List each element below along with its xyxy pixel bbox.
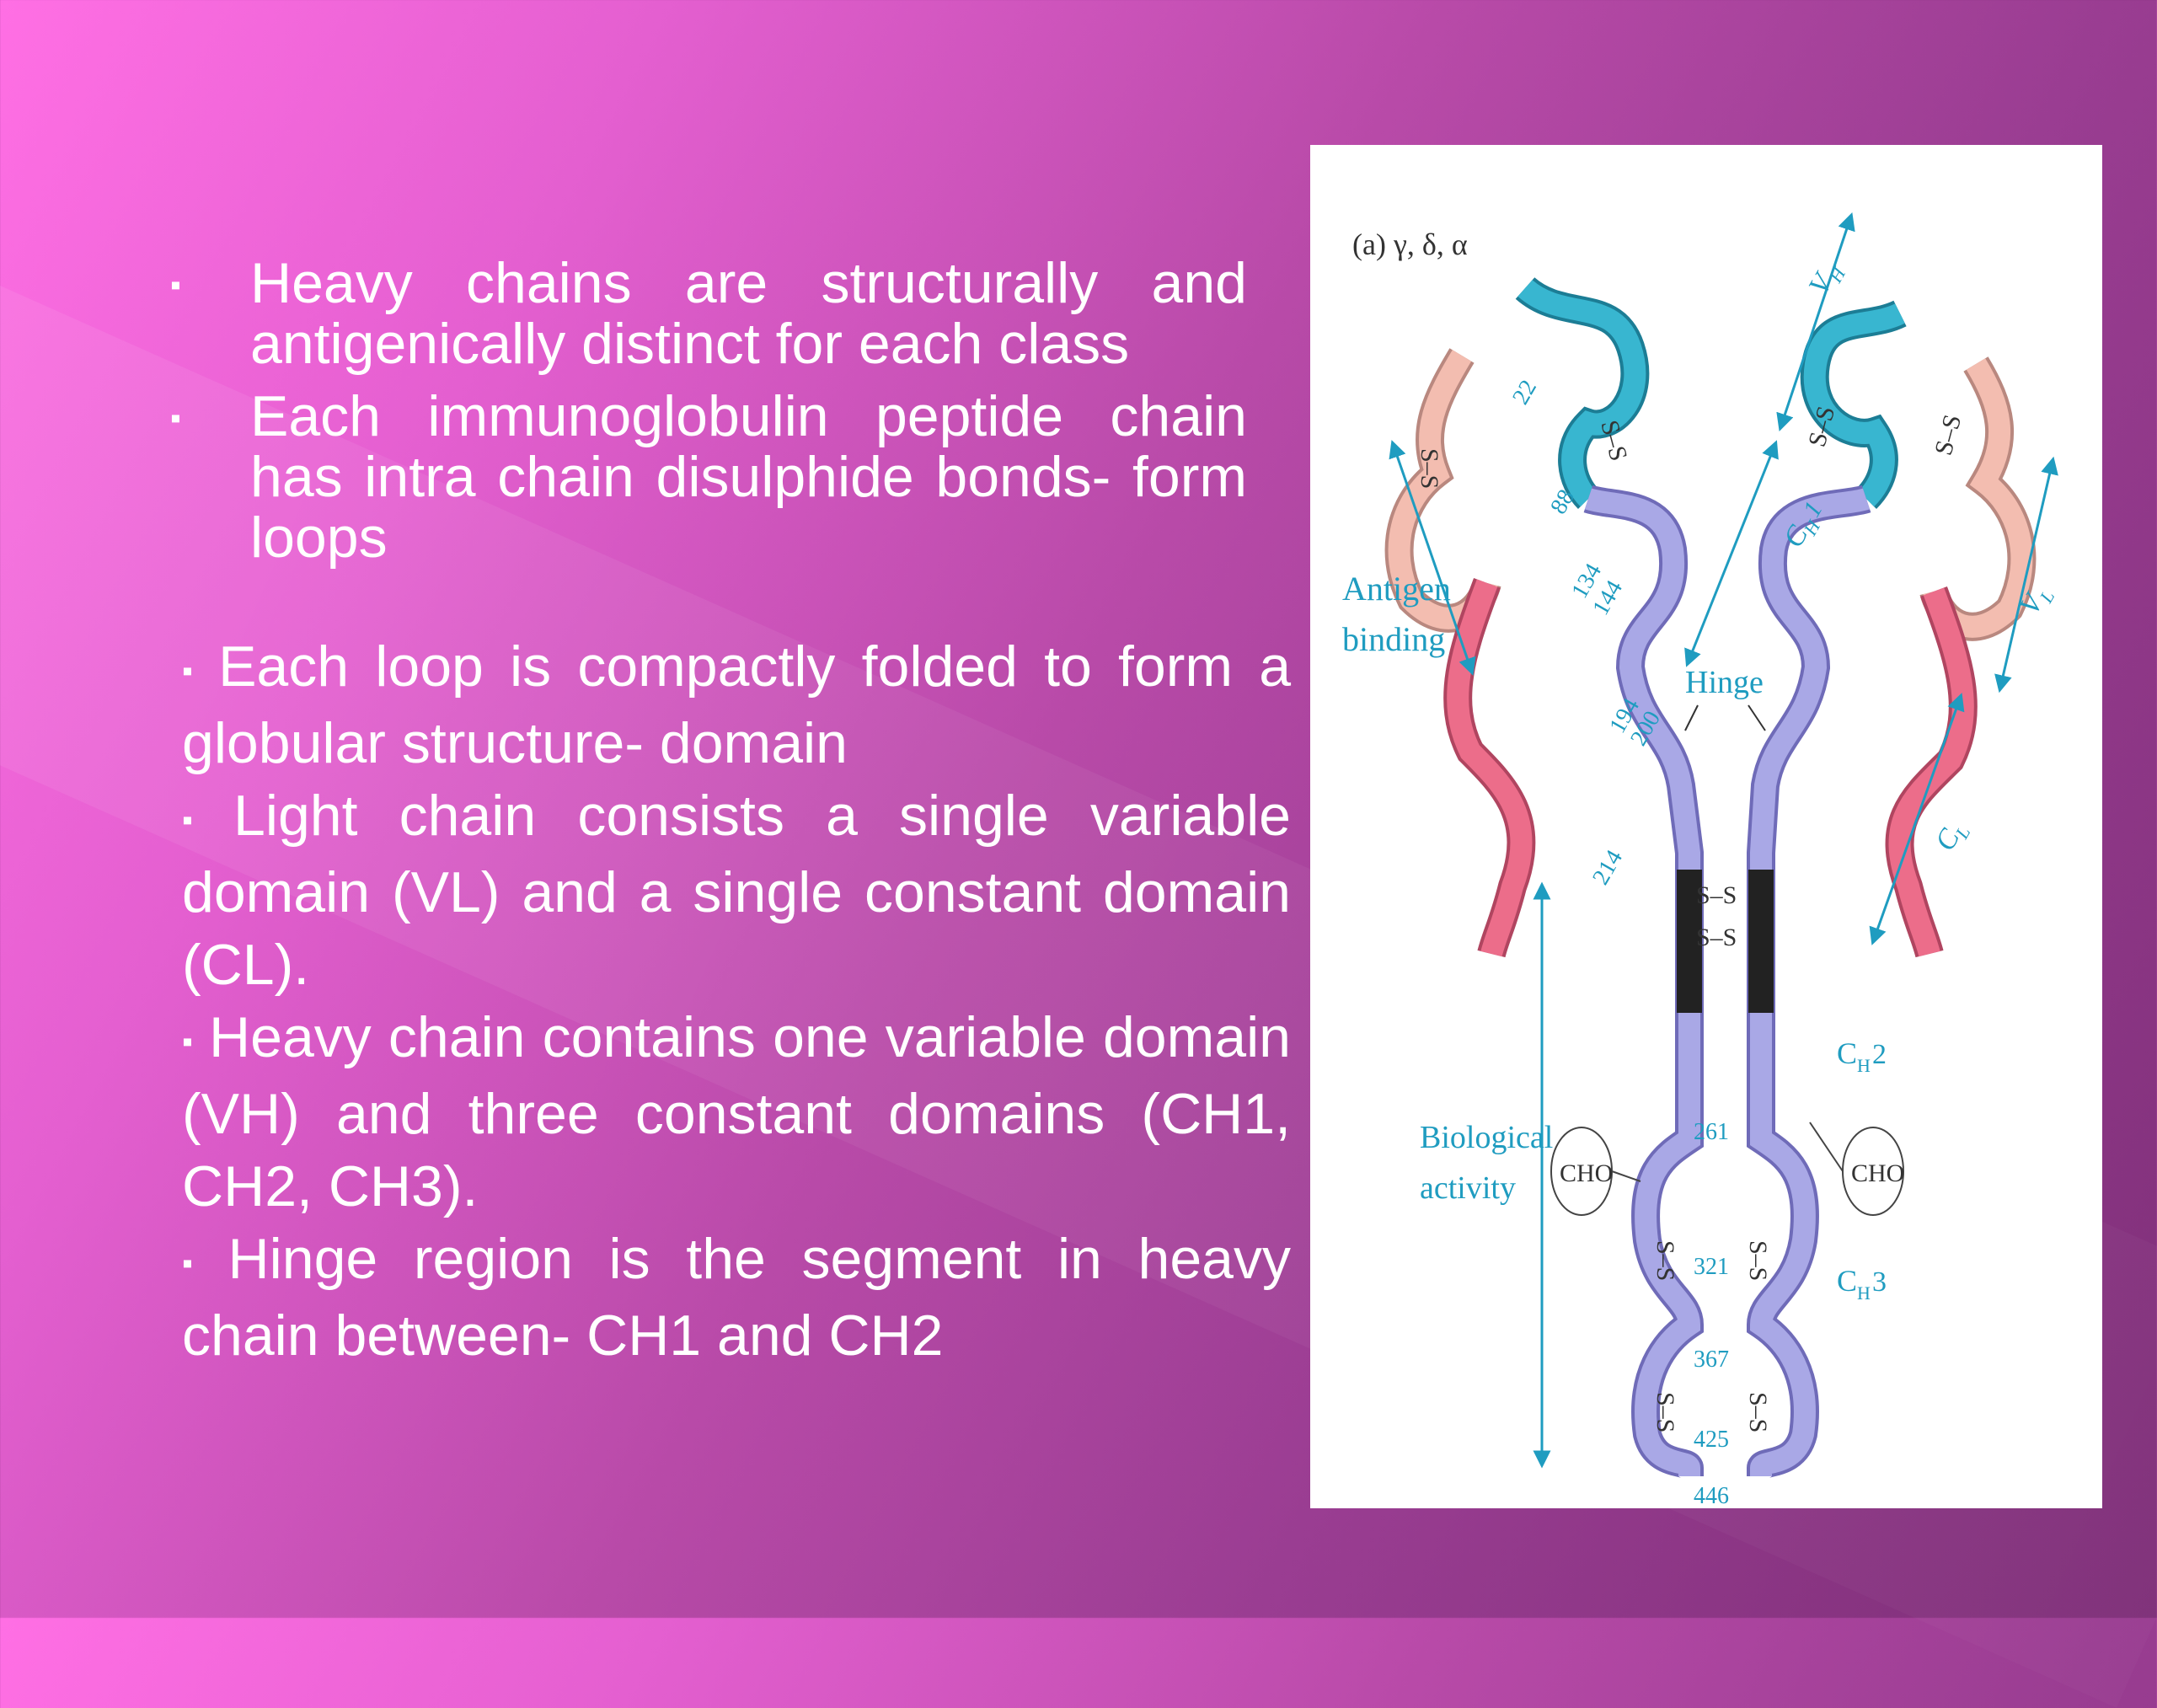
- lower-bullet-list: ▪Each loop is compactly folded to form a…: [182, 630, 1291, 1372]
- bullet-text: Heavy chain contains one variable domain…: [182, 1005, 1292, 1219]
- heavy-chain-left: [1515, 276, 1705, 1479]
- bullet-text: Heavy chains are structurally and antige…: [250, 251, 1247, 376]
- vl-disulphide-right: S–S: [1930, 412, 1967, 458]
- ch2-label-sub: H: [1857, 1055, 1871, 1076]
- bio-label-line2: activity: [1420, 1170, 1516, 1206]
- ch2-label: C H 2: [1837, 1036, 1887, 1076]
- antigen-label-line1: Antigen: [1342, 570, 1451, 608]
- bullet-text: Hinge region is the segment in heavy cha…: [182, 1227, 1291, 1368]
- vh-arrow: [1776, 212, 1855, 431]
- residue-425: 425: [1694, 1427, 1729, 1453]
- square-bullet-icon: ▪: [182, 653, 204, 688]
- ch3-disulphide-right: S–S: [1744, 1392, 1772, 1432]
- bullet-loop-domain: ▪Each loop is compactly folded to form a…: [182, 630, 1291, 779]
- heavy-variable-left-fill: [1517, 279, 1646, 507]
- cl-label: C L: [1930, 822, 1974, 856]
- bullet-intra-chain-bonds: ▪ Each immunoglobulin peptide chain has …: [152, 386, 1247, 568]
- bullet-text: Each immunoglobulin peptide chain has in…: [250, 384, 1247, 570]
- ch3-disulphide-left: S–S: [1651, 1392, 1679, 1432]
- cho-right-text: CHO: [1851, 1159, 1904, 1187]
- hinge-disulphide-1: S–S: [1696, 881, 1737, 909]
- bullet-text: Each loop is compactly folded to form a …: [182, 634, 1292, 776]
- ch3-label: C H 3: [1837, 1264, 1887, 1304]
- cho-left-text: CHO: [1560, 1159, 1613, 1187]
- ch3-label-sub: H: [1857, 1282, 1871, 1304]
- heavy-constant-left-fill: [1584, 488, 1701, 1476]
- bullet-text: Light chain consists a single variable d…: [182, 784, 1291, 998]
- heavy-variable-right-fill: [1803, 303, 1905, 507]
- residue-367: 367: [1694, 1347, 1729, 1373]
- hinge-label: Hinge: [1685, 665, 1764, 700]
- square-bullet-icon: ▪: [182, 1024, 195, 1059]
- diagram-svg: (a) γ, δ, α: [1342, 212, 2058, 1508]
- immunoglobulin-diagram: (a) γ, δ, α: [1310, 145, 2102, 1508]
- vl-disulphide-left: S–S: [1416, 448, 1443, 489]
- bullet-hinge-region: ▪Hinge region is the segment in heavy ch…: [182, 1223, 1291, 1372]
- cho-right-stem: [1809, 1122, 1844, 1172]
- slide: ▪ Heavy chains are structurally and anti…: [0, 145, 2157, 1708]
- ch2-disulphide-left: S–S: [1651, 1240, 1679, 1281]
- square-bullet-icon: ▪: [182, 1245, 213, 1281]
- vh-label: V H: [1803, 263, 1850, 300]
- cho-left-stem: [1611, 1170, 1641, 1182]
- ch3-label-text: C: [1837, 1264, 1857, 1298]
- vl-arrow: [1994, 456, 2058, 693]
- hinge-pointer-left: [1684, 704, 1699, 731]
- cho-right: CHO: [1809, 1122, 1904, 1216]
- residue-321: 321: [1694, 1254, 1729, 1280]
- light-chain-right: [1885, 356, 2037, 958]
- upper-bullet-list: ▪ Heavy chains are structurally and anti…: [152, 253, 1247, 580]
- ch3-label-num: 3: [1872, 1266, 1887, 1298]
- ch1-arrow: [1684, 440, 1779, 667]
- square-bullet-icon: ▪: [182, 802, 219, 838]
- bullet-heavy-chain-domains: ▪Heavy chain contains one variable domai…: [182, 1001, 1291, 1223]
- residue-22: 22: [1507, 376, 1542, 410]
- panel-label: (a) γ, δ, α: [1352, 228, 1468, 261]
- heavy-chain-right: [1746, 300, 1907, 1479]
- ch2-label-text: C: [1837, 1036, 1857, 1070]
- hinge-disulphide-2: S–S: [1696, 924, 1737, 951]
- residue-214: 214: [1587, 846, 1628, 890]
- ch2-disulphide-right: S–S: [1744, 1240, 1772, 1281]
- bio-label-line1: Biological: [1420, 1120, 1553, 1155]
- residue-446: 446: [1694, 1483, 1729, 1508]
- heavy-constant-right-fill: [1749, 488, 1871, 1476]
- cl-arrow: [1869, 693, 1965, 945]
- hinge-pointer-right: [1748, 704, 1766, 731]
- bullet-heavy-chains: ▪ Heavy chains are structurally and anti…: [152, 253, 1247, 374]
- square-bullet-icon: ▪: [170, 267, 181, 302]
- square-bullet-icon: ▪: [170, 400, 181, 435]
- antigen-binding-arrow: [1389, 440, 1476, 676]
- residue-261: 261: [1694, 1119, 1729, 1145]
- ch2-label-num: 2: [1872, 1039, 1887, 1070]
- cho-left: CHO: [1550, 1127, 1641, 1216]
- antigen-label-line2: binding: [1342, 620, 1445, 658]
- bullet-light-chain: ▪Light chain consists a single variable …: [182, 779, 1291, 1001]
